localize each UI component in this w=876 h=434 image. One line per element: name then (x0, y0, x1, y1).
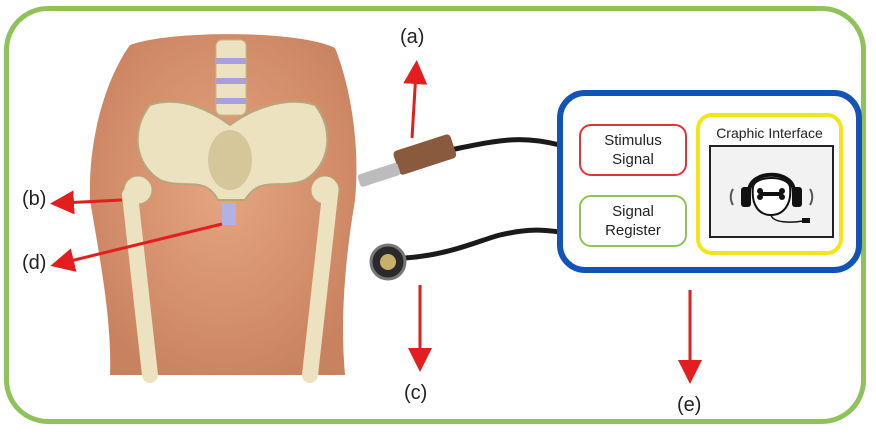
label-b: (b) (22, 188, 46, 211)
vibration-probe-icon (357, 133, 560, 187)
graphic-interface-title: Craphic Interface (700, 124, 839, 143)
label-c: (c) (404, 382, 427, 405)
stimulus-line2: Signal (604, 150, 662, 169)
label-d: (d) (22, 252, 46, 275)
monitor-screen (709, 145, 834, 238)
pelvis-illustration (90, 34, 357, 375)
register-line2: Register (605, 221, 661, 240)
stimulus-line1: Stimulus (604, 131, 662, 150)
bone-headphones-icon (711, 147, 832, 236)
label-e: (e) (677, 394, 701, 417)
graphic-interface-box: Craphic Interface (696, 113, 843, 255)
arrow-a (412, 72, 416, 138)
label-a: (a) (400, 26, 424, 49)
processing-system-panel: Stimulus Signal Signal Register Craphic … (557, 90, 862, 273)
register-line1: Signal (605, 202, 661, 221)
stethoscope-icon (371, 230, 560, 279)
stimulus-signal-box: Stimulus Signal (579, 124, 687, 176)
signal-register-box: Signal Register (579, 195, 687, 247)
